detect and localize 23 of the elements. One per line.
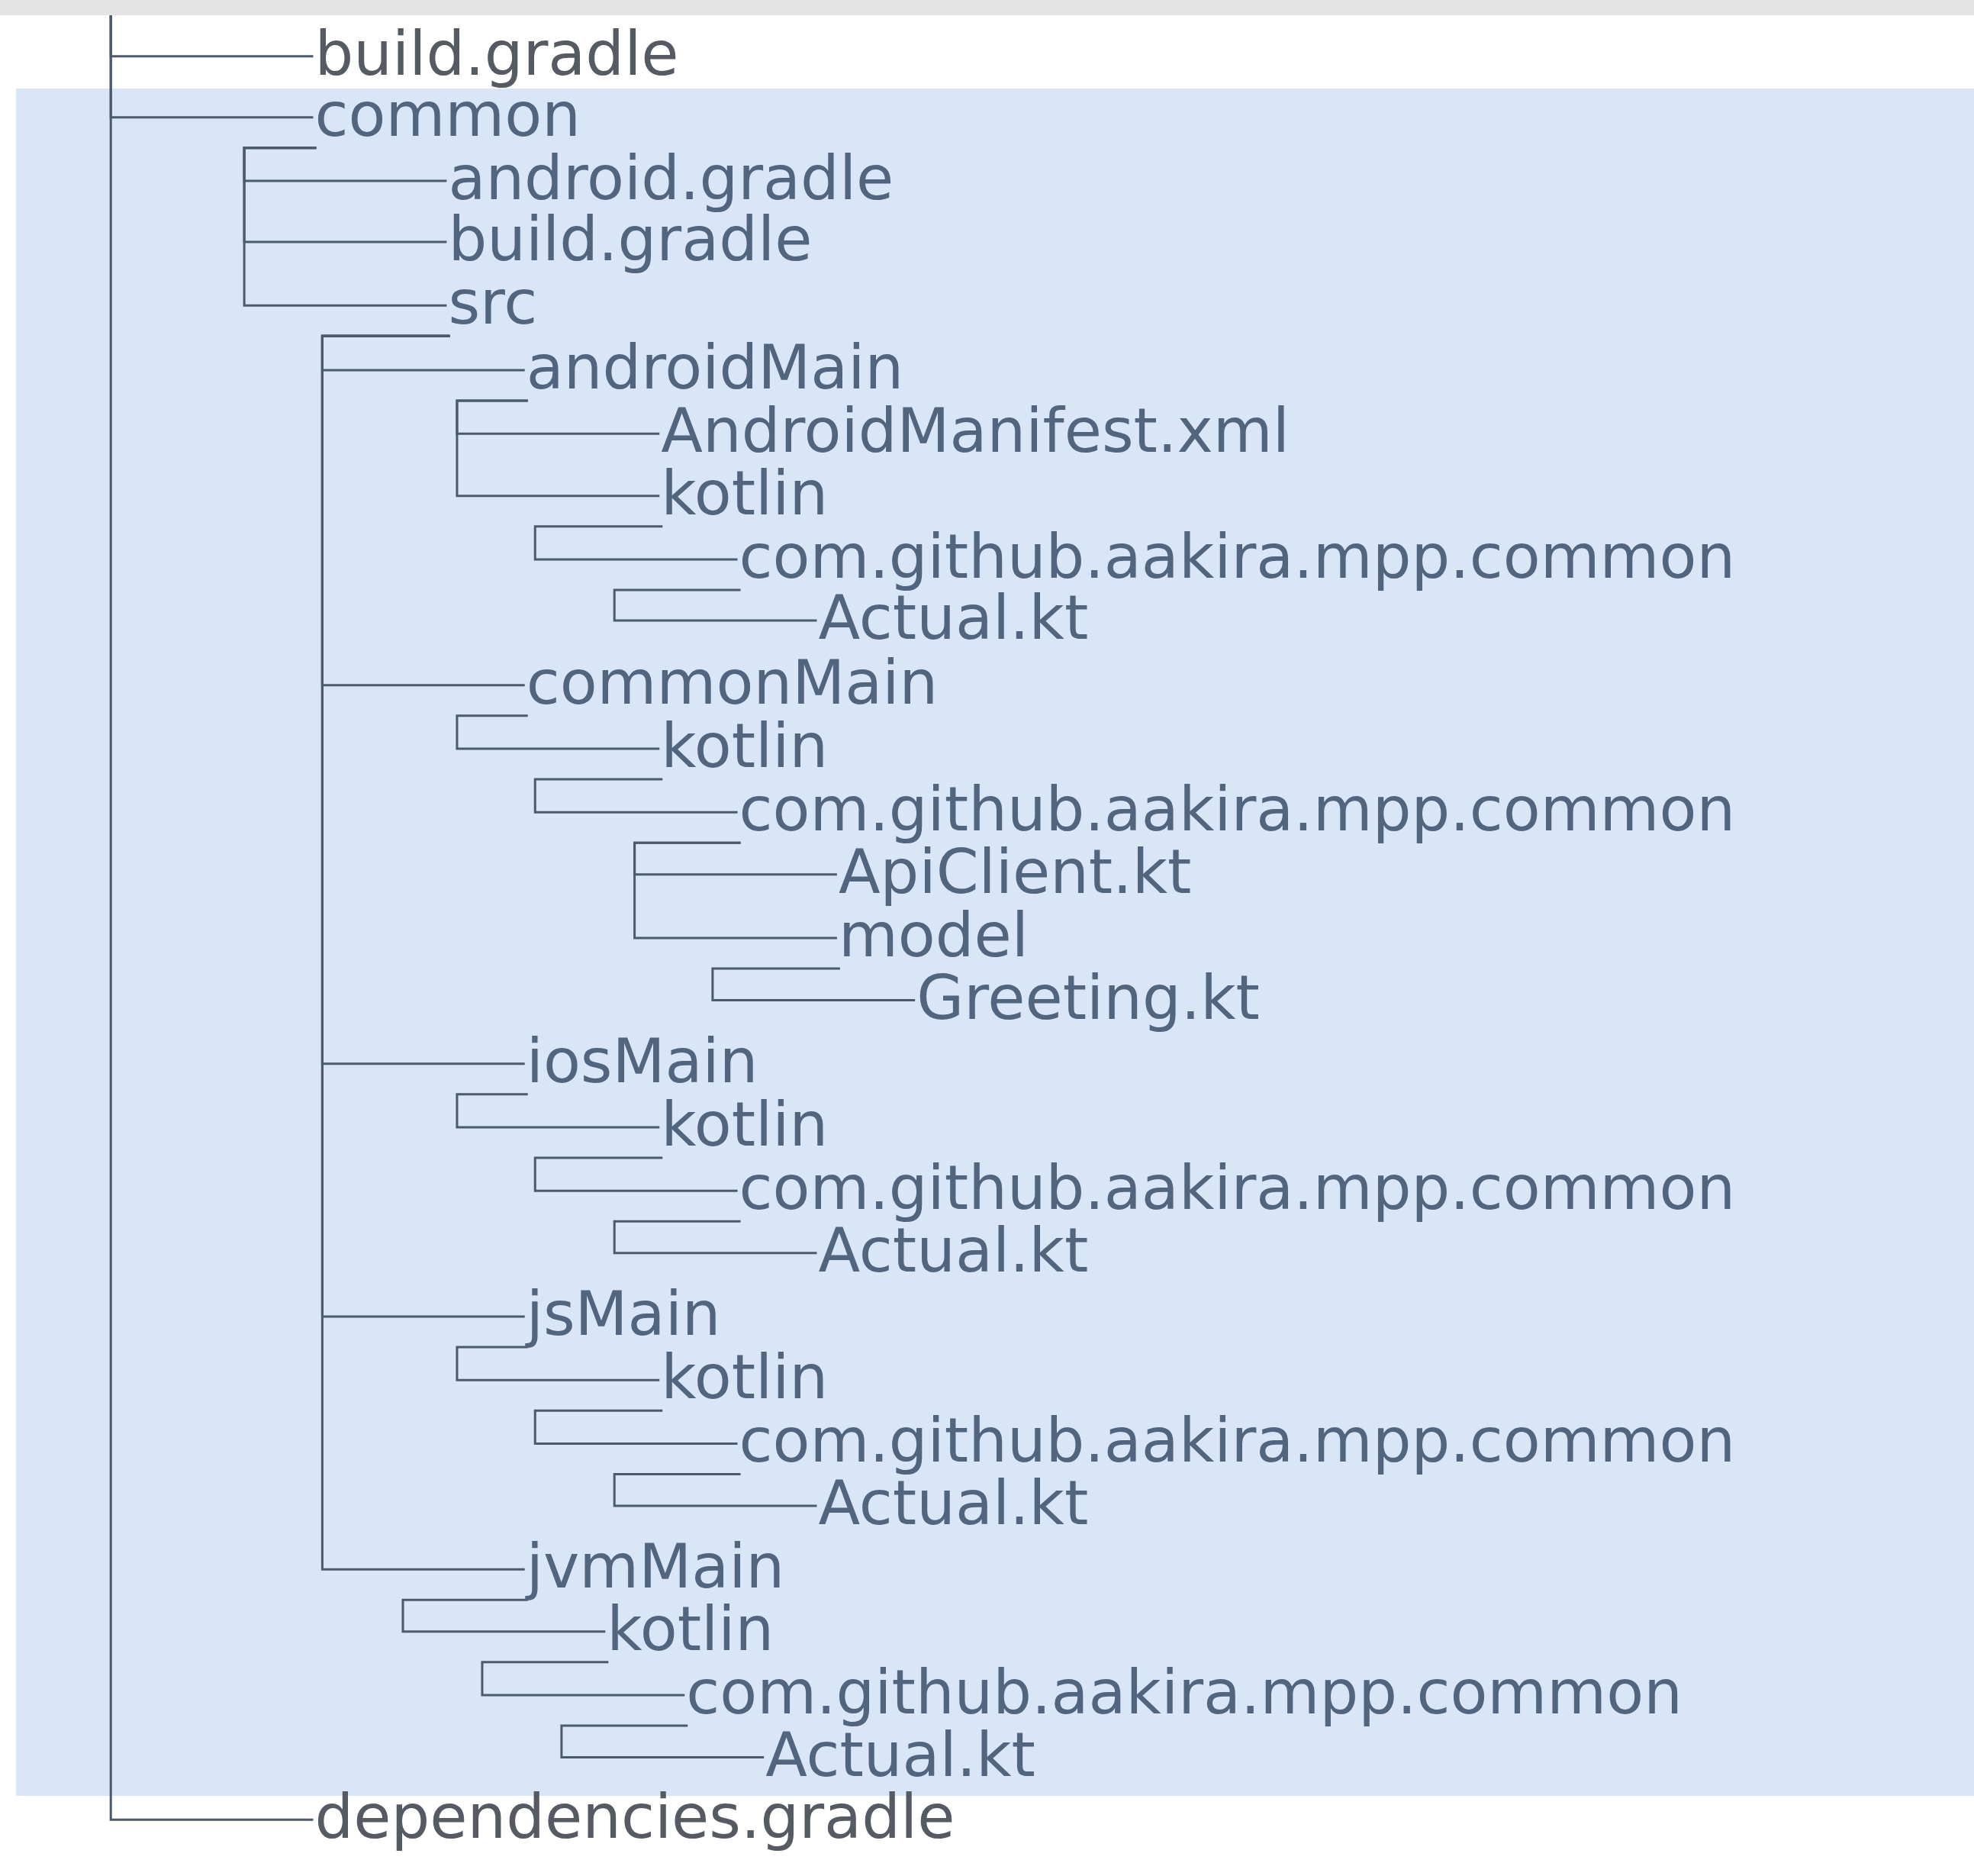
- tree-connector: [456, 399, 660, 498]
- tree-connector: [109, 15, 314, 1821]
- tree-connector: [533, 525, 738, 561]
- tree-connector: [613, 1220, 817, 1255]
- tree-connector: [633, 841, 837, 940]
- tree-connector: [456, 1093, 660, 1129]
- tree-connector: [533, 1156, 738, 1192]
- file-name: dependencies.gradle: [314, 1783, 955, 1852]
- tree-connector: [243, 147, 447, 307]
- tree-connector: [401, 1598, 606, 1633]
- file-name: build.gradle: [314, 19, 679, 89]
- tree-connector: [711, 967, 916, 1002]
- tree-connector: [320, 334, 525, 1571]
- tree-connector: [613, 588, 817, 622]
- file-name: Greeting.kt: [916, 963, 1260, 1033]
- tree-connector: [613, 1472, 817, 1507]
- tree-connector: [560, 1724, 765, 1759]
- tree-connector: [533, 1409, 738, 1445]
- tree-connector: [533, 778, 738, 814]
- tree-connector: [456, 1346, 660, 1381]
- tree-connector: [481, 1661, 685, 1697]
- file-name: android.gradle: [448, 144, 894, 213]
- tree-connector: [456, 714, 660, 750]
